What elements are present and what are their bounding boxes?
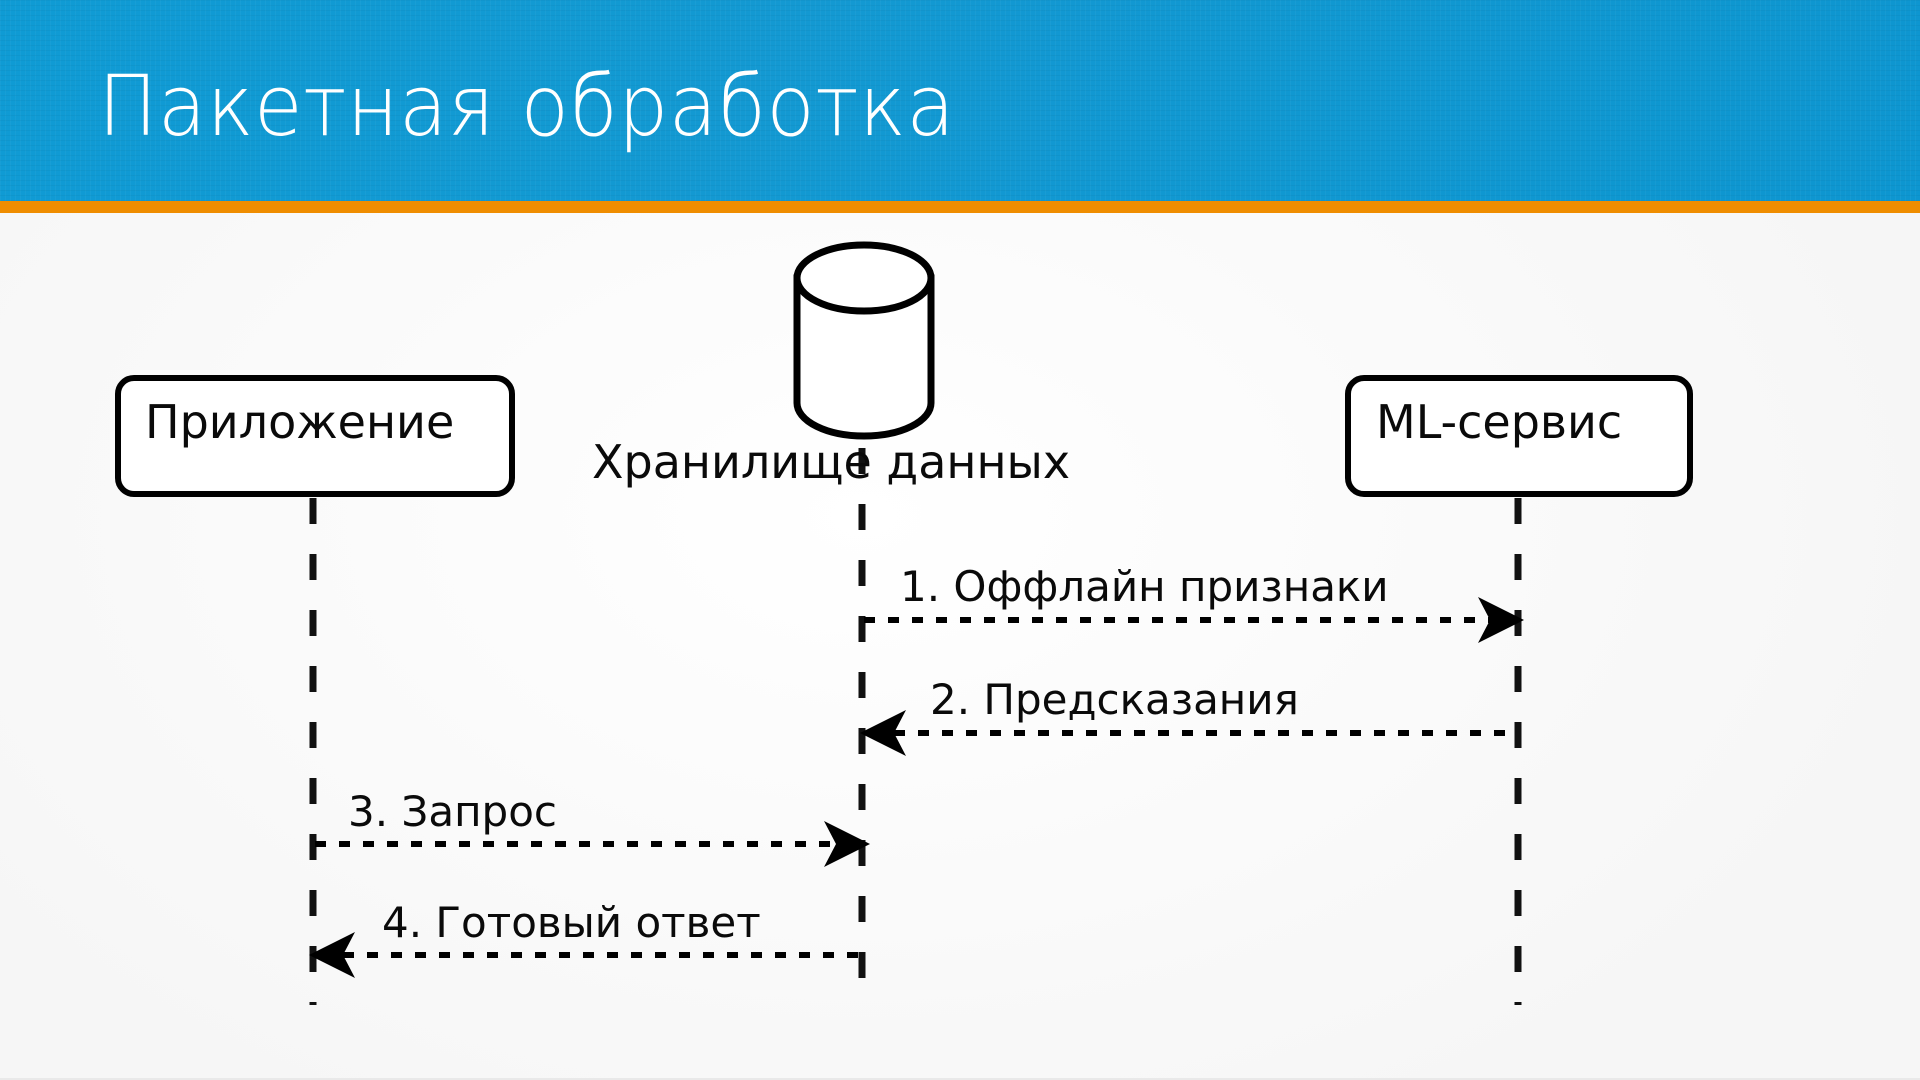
message-label-1: 1. Оффлайн признаки bbox=[900, 562, 1389, 611]
slide-header-band bbox=[0, 0, 1920, 201]
participant-label-app: Приложение bbox=[145, 395, 455, 449]
message-3-arrow bbox=[315, 821, 870, 867]
app-box[interactable] bbox=[115, 375, 515, 497]
message-label-4: 4. Готовый ответ bbox=[382, 898, 761, 947]
participant-ml-service[interactable] bbox=[1345, 375, 1693, 1005]
message-label-3: 3. Запрос bbox=[348, 787, 557, 836]
ml-box[interactable] bbox=[1345, 375, 1693, 497]
message-label-2: 2. Предсказания bbox=[930, 675, 1299, 724]
participant-label-data-store: Хранилище данных bbox=[592, 435, 1071, 489]
message-4-arrow bbox=[309, 932, 862, 978]
message-1-arrow bbox=[864, 597, 1524, 643]
message-2-arrow bbox=[860, 710, 1518, 756]
page-title: Пакетная обработка bbox=[98, 57, 956, 155]
sequence-diagram bbox=[115, 241, 1693, 1005]
participant-app[interactable] bbox=[115, 375, 515, 1005]
database-icon bbox=[793, 241, 935, 440]
participant-label-ml-service: ML-сервис bbox=[1376, 395, 1623, 449]
participant-data-store[interactable] bbox=[793, 241, 935, 1005]
diagram-canvas bbox=[0, 213, 1920, 1080]
header-accent-rule bbox=[0, 201, 1920, 213]
